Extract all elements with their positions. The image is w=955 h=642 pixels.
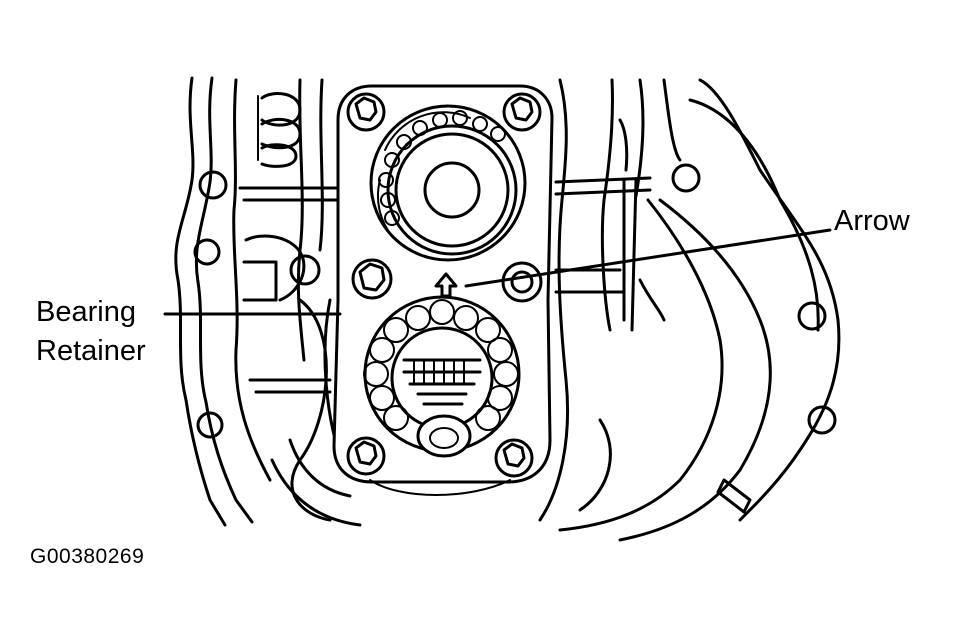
bearing-retainer-label-line2: Retainer <box>36 335 146 367</box>
right-housing <box>538 78 841 542</box>
leader-lines <box>163 228 832 316</box>
arrow-label: Arrow <box>834 205 910 237</box>
retainer-bolts <box>346 92 543 478</box>
left-housing <box>174 76 362 527</box>
lower-bearing <box>363 295 521 458</box>
left-bolt-holes <box>193 170 321 439</box>
arrow-leader-line <box>464 228 832 288</box>
right-bolt-holes <box>671 163 837 435</box>
bearing-retainer-label-line1: Bearing <box>36 296 136 328</box>
figure-id: G00380269 <box>30 545 145 568</box>
upper-gear-bearing <box>369 104 527 262</box>
